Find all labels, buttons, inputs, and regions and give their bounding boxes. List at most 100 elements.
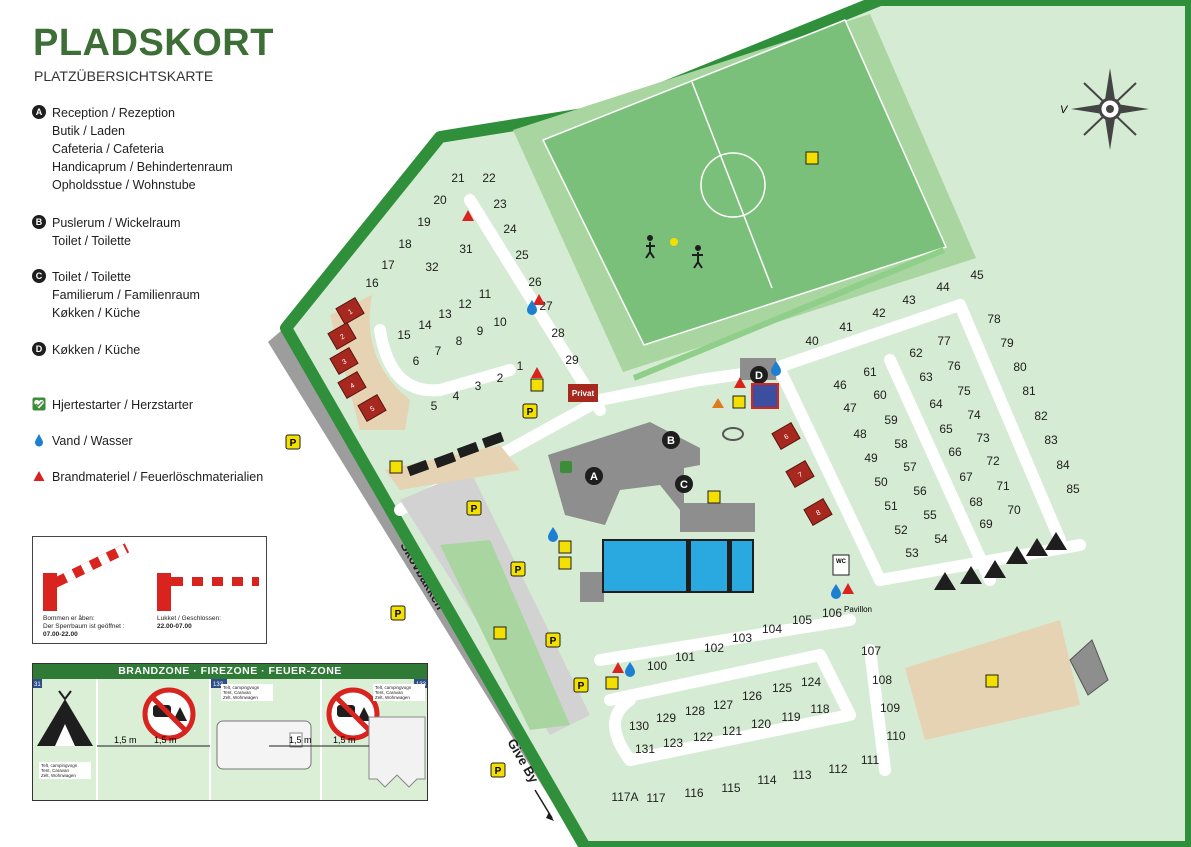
pitch-number: 60: [873, 388, 887, 402]
pitch-number: 65: [939, 422, 953, 436]
pitch-number: 129: [656, 711, 676, 725]
pitch-number: 68: [969, 495, 983, 509]
pitch-number: 125: [772, 681, 792, 695]
parking-label: P: [550, 636, 557, 647]
facility-sign-icon: [605, 676, 619, 690]
distance-label: 1,5 m: [114, 735, 137, 745]
legend-line: Butik / Laden: [52, 124, 125, 138]
page-title: PLADSKORT: [33, 22, 274, 64]
pitch-number: 116: [684, 786, 703, 800]
pitch-number: 67: [959, 470, 973, 484]
cabin-number: 8: [815, 509, 822, 517]
facility-sign-icon: [558, 556, 572, 570]
building-a-marker-icon: [585, 467, 603, 485]
unit-label: Zelt, Wohnwagen: [223, 695, 258, 700]
barrier-open-line: Bommen er åben:: [43, 615, 95, 622]
legend-lines: Brandmateriel / Feuerlöschmaterialien: [52, 468, 263, 486]
pitch-number: 47: [843, 401, 857, 415]
no-caravan-icon: [142, 687, 196, 741]
pool-house: [580, 572, 604, 602]
facility-sign-icon: [493, 626, 507, 640]
pitch-number: 13: [438, 307, 452, 321]
facility-sign-icon: [389, 460, 403, 474]
pitch-number: 104: [762, 622, 782, 636]
parking-label: P: [290, 438, 297, 449]
unit-labels: Telt, campingvogn Tent, Caravan Zelt, Wo…: [39, 762, 91, 779]
cabin-number: 1: [347, 308, 354, 316]
parking-sign-icon: [545, 632, 561, 648]
cabin-icon: 1: [335, 297, 365, 325]
building-d-label: D: [755, 370, 763, 382]
water-drop-icon: [35, 434, 43, 447]
facility-sign-icon: [707, 490, 721, 504]
pitch-number: 14: [418, 318, 432, 332]
building-c-marker-icon: [675, 475, 693, 493]
football-players-icon: [645, 235, 703, 269]
trampoline-icon: [722, 427, 744, 441]
caravan-icon: [481, 431, 505, 449]
pitch-number: 118: [810, 702, 829, 716]
pitch-number: 26: [528, 275, 542, 289]
barrier-post-closed: [157, 573, 171, 611]
pitch-number: 10: [493, 315, 507, 329]
pitch-number: 16: [365, 276, 379, 290]
legend-line: Familierum / Familienraum: [52, 288, 200, 302]
pavilion-label: Pavillon: [844, 605, 872, 614]
unit-labels: Telt, campingvogn Tent, Caravan Zelt, Wo…: [373, 684, 425, 701]
pitch-number: 81: [1022, 384, 1036, 398]
campfire-icon: [712, 398, 724, 408]
pitch-number: 113: [792, 768, 811, 782]
cabin-number: 2: [339, 333, 346, 341]
pitch-number: 9: [477, 324, 484, 338]
barrier-open-time: 07.00-22.00: [43, 631, 78, 638]
building-d-marker-icon: D: [32, 342, 46, 356]
pitch-number: 61: [863, 365, 877, 379]
unit-label: Tent, Caravan: [41, 768, 70, 773]
pitch-number: 52: [894, 523, 908, 537]
cabin-icon: 7: [785, 460, 815, 488]
pitch-number: 15: [397, 328, 411, 342]
pitch-number: 54: [934, 532, 948, 546]
pitch-number: 76: [947, 359, 961, 373]
pitch-number: 2: [497, 371, 504, 385]
pitch-number: 55: [923, 508, 937, 522]
legend-line: Cafeteria / Cafeteria: [52, 142, 164, 156]
caravan-icon: [456, 441, 480, 459]
building-a-marker-icon: A: [32, 105, 46, 119]
cabin-icon: 5: [357, 394, 387, 422]
caravan-storage: [385, 445, 520, 490]
parking-label: P: [395, 609, 402, 620]
no-caravan-icon: [326, 687, 380, 741]
wc-sign-icon: [832, 554, 850, 576]
main-building: [548, 422, 755, 532]
pitch-number: 117A: [611, 790, 638, 804]
pitch-number: 48: [853, 427, 867, 441]
pitch-number: 79: [1000, 336, 1014, 350]
legend-line: Køkken / Küche: [52, 343, 141, 357]
parking-sign-icon: [490, 762, 506, 778]
pitch-number: 130: [629, 719, 649, 733]
pitch-number: 109: [880, 701, 900, 715]
pitch-number: 75: [957, 384, 971, 398]
pitch-number: 57: [903, 460, 917, 474]
fire-triangle-icon: [533, 294, 545, 305]
unit-label: Telt, campingvogn: [223, 685, 260, 690]
parking-label: P: [527, 407, 534, 418]
heart-icon: [560, 461, 572, 473]
pitch-number: 83: [1044, 433, 1058, 447]
pitch-number: 74: [967, 408, 981, 422]
pitch-number: 63: [919, 370, 933, 384]
pitch-number: 5: [431, 399, 438, 413]
legend-line: Reception / Rezeption: [52, 106, 175, 120]
pitch-number: 121: [722, 724, 742, 738]
barrier-closed-line: Lukket / Geschlossen:: [157, 615, 221, 622]
barrier-info-box: Bommen er åben: Der Sperrbaum ist geöffn…: [32, 536, 267, 644]
cabin-number: 5: [369, 405, 376, 413]
legend-lines: Reception / Rezeption Butik / Laden Cafe…: [52, 104, 233, 194]
cabin-icon: 6: [771, 422, 801, 450]
unit-label: Telt, campingvogn: [41, 763, 78, 768]
pitch-number: 46: [833, 378, 847, 392]
building-b-label: B: [667, 435, 675, 447]
